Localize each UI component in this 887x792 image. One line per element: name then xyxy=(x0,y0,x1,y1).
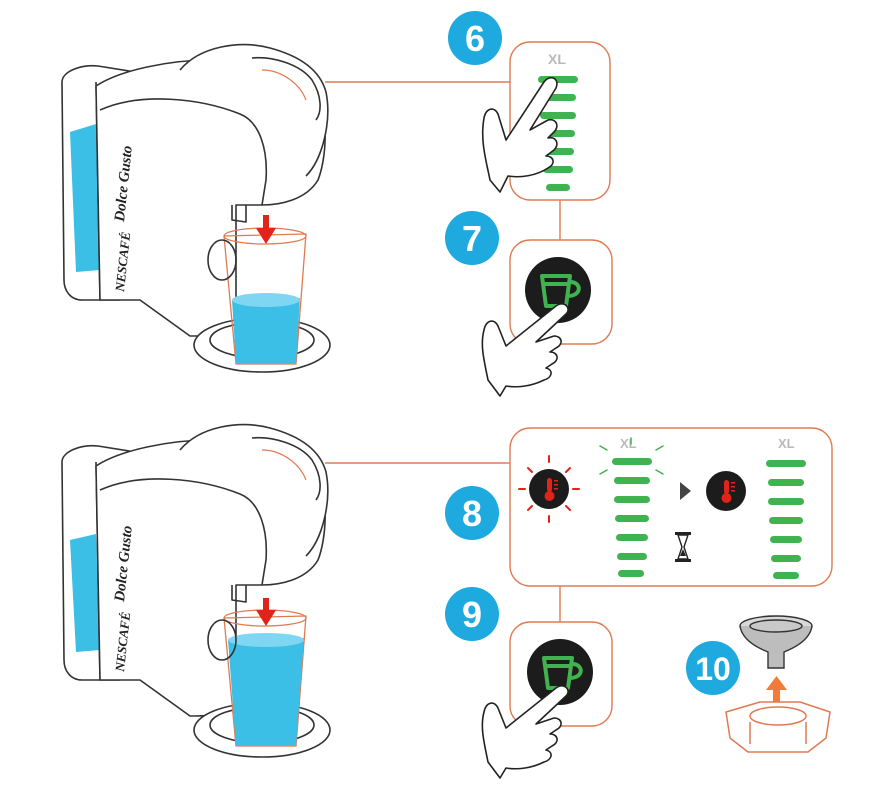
hourglass-icon xyxy=(675,532,691,562)
cup-water-fill xyxy=(232,298,300,364)
step-6-number: 6 xyxy=(465,18,485,59)
thermometer-icon xyxy=(518,455,580,523)
step-8-badge xyxy=(445,486,499,540)
hand-pointer-icon xyxy=(481,685,569,779)
arrow-down-icon xyxy=(256,598,276,626)
play-arrow-icon xyxy=(680,482,691,500)
level-label-xl: XL xyxy=(548,51,566,67)
step-10-number: 10 xyxy=(695,651,731,687)
step8-panel xyxy=(509,427,833,587)
coffee-machine-top xyxy=(61,43,331,373)
level-bars-step8-after xyxy=(766,460,806,579)
water-tank-fill xyxy=(70,534,100,652)
hand-pointer-icon xyxy=(481,303,569,397)
capsule-icon xyxy=(739,615,813,669)
step-6-badge xyxy=(448,11,502,65)
step-7-number: 7 xyxy=(462,218,482,259)
water-tank-fill xyxy=(70,124,100,272)
coffee-machine-bottom xyxy=(61,423,331,758)
start-button xyxy=(525,257,591,323)
step-8-number: 8 xyxy=(462,493,482,534)
level-bars-step8-before xyxy=(612,458,652,577)
hand-pointer-icon xyxy=(481,76,558,193)
blink-rays xyxy=(599,437,664,475)
step-9-badge xyxy=(445,587,499,641)
step-9-number: 9 xyxy=(462,594,482,635)
stop-button xyxy=(527,639,593,705)
thermometer-icon xyxy=(706,471,746,511)
arrow-up-icon xyxy=(766,676,787,704)
cup-icon xyxy=(542,656,583,690)
arrow-down-icon xyxy=(256,215,276,244)
level-label-xl-before: XL xyxy=(620,436,637,451)
brand-logo-bottom: NESCAFÉ xyxy=(112,611,133,674)
capsule-holder-icon xyxy=(725,701,831,753)
cup-water-fill xyxy=(228,638,304,746)
level-label-xl-after: XL xyxy=(778,436,795,451)
step-7-badge xyxy=(445,211,499,265)
brand-logo-top: NESCAFÉ xyxy=(112,231,133,294)
step-10-badge xyxy=(686,641,740,695)
